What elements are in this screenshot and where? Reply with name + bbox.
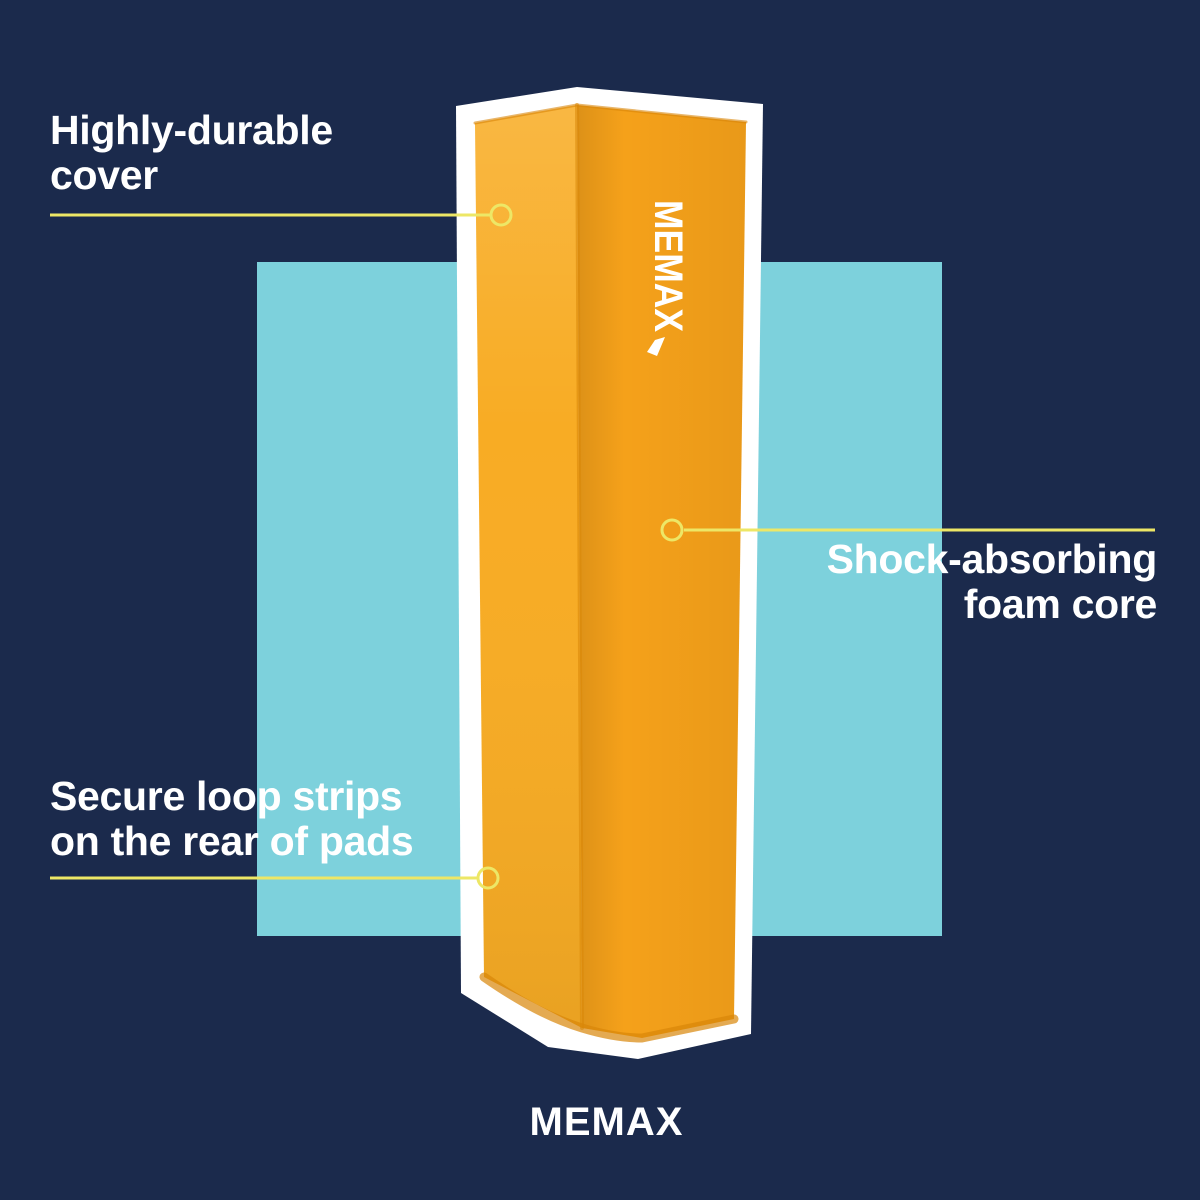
callout-label-durable-cover: Highly-durable cover [50, 108, 333, 198]
callout-label-line: foam core [963, 581, 1158, 627]
pad-brand-text: MEMAX [646, 200, 690, 332]
pad-ridge-seam [575, 103, 584, 1030]
pad-brand-tick-mark [647, 337, 665, 356]
callout-label-line: cover [50, 152, 158, 198]
callout-label-loop-strips: Secure loop strips on the rear of pads [50, 773, 414, 864]
pad-bottom-seam [479, 972, 739, 1043]
callout-dot [476, 866, 500, 890]
callout-dot [489, 203, 513, 227]
callout-label-line: Shock-absorbing [826, 536, 1158, 582]
callout-leader-durable-cover [50, 203, 513, 227]
callout-label-line: Highly-durable [50, 107, 333, 153]
callout-label-foam-core: Shock-absorbing foam core [826, 536, 1158, 627]
brand-logo: MEMAX [529, 1100, 684, 1144]
callout-label-line: Secure loop strips [50, 773, 403, 819]
pad-front-shading [577, 105, 746, 1038]
callout-leader-foam-core [660, 518, 1155, 542]
callout-label-line: on the rear of pads [50, 818, 414, 864]
callout-leader-loop-strips [50, 866, 500, 890]
callout-dot [660, 518, 684, 542]
pad-side-shading [475, 105, 582, 1028]
